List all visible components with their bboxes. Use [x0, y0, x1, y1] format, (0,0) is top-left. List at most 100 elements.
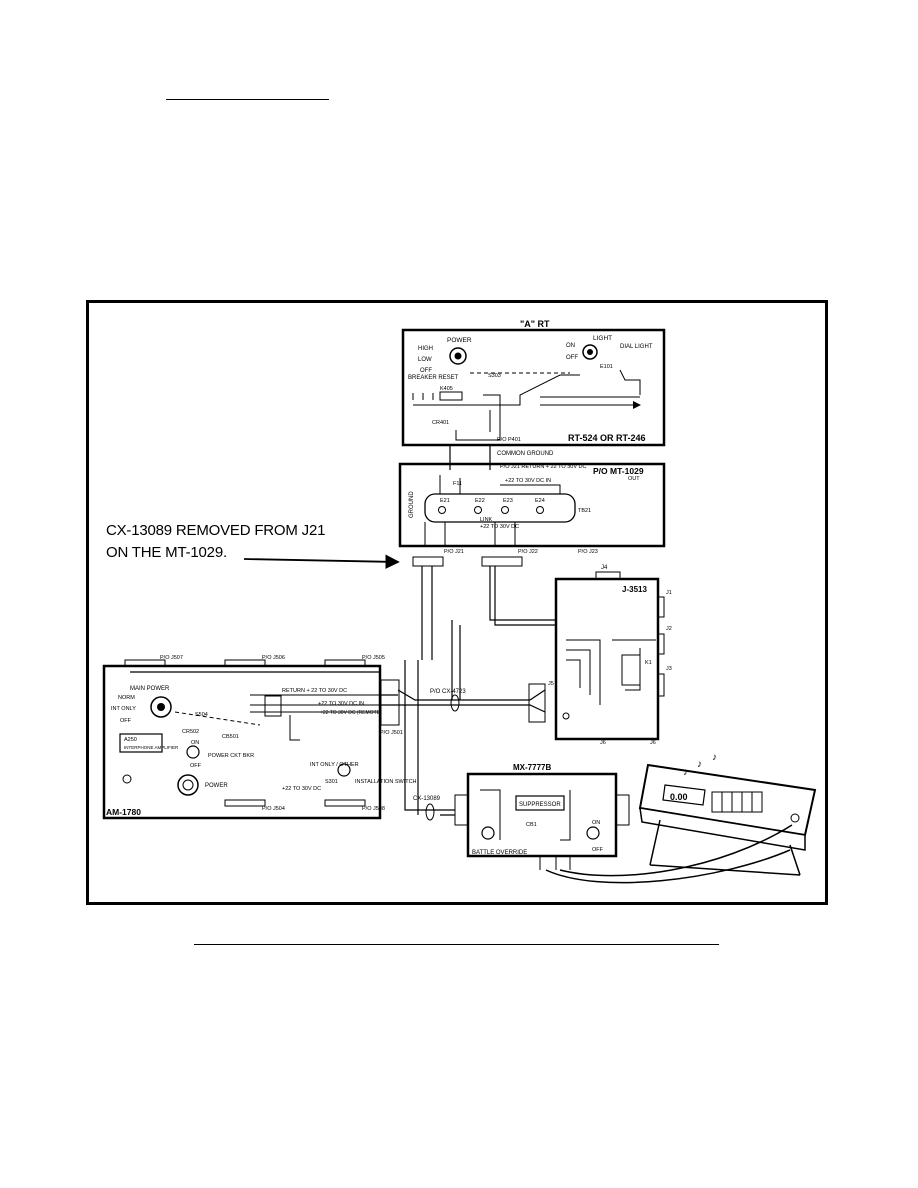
callout-arrow: [243, 554, 400, 569]
rt-power-knob-icon: [449, 347, 467, 365]
rt-model: RT-524 OR RT-246: [568, 433, 646, 443]
am-main-power-label: MAIN POWER: [130, 686, 170, 692]
am-main-power-knob-icon: [150, 696, 172, 718]
callout-annotation: CX-13089 REMOVED FROM J21 ON THE MT-1029…: [106, 520, 325, 564]
j3513-j6-label: J6: [600, 740, 606, 746]
am-int-only-label: INT ONLY: [111, 706, 136, 712]
am-j508-label: P/O J508: [362, 806, 385, 812]
am-installation-switch-label: INSTALLATION SWITCH: [355, 779, 417, 785]
am-in-label: +22 TO 30V DC IN: [318, 701, 364, 707]
mt-link-label: LINK: [480, 517, 493, 523]
mt1029-title: P/O MT-1029: [593, 466, 644, 476]
callout-line-1: CX-13089 REMOVED FROM J21: [106, 522, 326, 539]
am-on-label: ON: [191, 740, 199, 746]
mx-7777b-unit: MX-7777B SUPPRESSOR CB1 ON OFF BATTLE OV…: [454, 763, 630, 870]
mx-off-label: OFF: [592, 847, 604, 853]
mt-po-j21-label: P/O J21: [444, 549, 464, 555]
rt-power-label: POWER: [447, 337, 472, 344]
j3513-k1-label: K1: [645, 660, 652, 666]
rt-low-label: LOW: [418, 357, 432, 363]
j3513-title: J-3513: [622, 585, 647, 594]
mt-tb21-label: TB21: [578, 508, 591, 514]
rt-title: "A" RT: [520, 319, 550, 329]
am-norm-label: NORM: [118, 695, 135, 701]
am-s504-label: S504: [195, 712, 208, 718]
sound-note-icon-3: ♪: [712, 752, 717, 763]
rt-high-label: HIGH: [418, 346, 433, 352]
mt-e24-label: E24: [535, 498, 545, 504]
am1780-title: AM-1780: [106, 807, 141, 817]
j3513-j2-label: J2: [666, 626, 672, 632]
cx13089-label: CX-13089: [413, 796, 441, 802]
mt-po-j23-label: P/O J23: [578, 549, 598, 555]
am-cb501-label: CB501: [222, 734, 239, 740]
multimeter: 0.00 ♪ ♪ ♪: [638, 752, 817, 876]
am-power-label: POWER: [205, 783, 228, 789]
rt-p401-label: P/O P401: [497, 437, 521, 443]
rt-off2-label: OFF: [566, 355, 578, 361]
mx7777b-title: MX-7777B: [513, 763, 551, 772]
mt-in-label: +22 TO 30V DC IN: [505, 478, 551, 484]
j3513-j4-label: J4: [601, 565, 608, 571]
rt-s303-label: S303: [488, 373, 501, 379]
am-j501-label: P/O J501: [380, 730, 403, 736]
rt-on-label: ON: [566, 343, 575, 349]
mt-e23-label: E23: [503, 498, 513, 504]
sound-note-icon: ♪: [683, 767, 688, 778]
rt-dial-light-label: DIAL LIGHT: [620, 344, 653, 350]
rt-light-label: LIGHT: [593, 335, 612, 342]
j3513-j6b-label: J6: [650, 740, 656, 746]
test-lead-1: [545, 849, 791, 884]
meter-reading: 0.00: [670, 792, 688, 802]
top-rule: [166, 99, 329, 100]
mt-f11-label: F11: [453, 481, 462, 487]
am-remote-label: +22 TO 30V DC (REMOTE): [320, 710, 382, 716]
sound-note-icon-2: ♪: [697, 759, 702, 770]
test-lead-2: [559, 824, 793, 877]
mt-plus-label: +22 TO 30V DC: [480, 524, 519, 530]
bottom-rule: [194, 944, 719, 945]
rt-light-knob-icon: [582, 344, 598, 360]
rt-k405-label: K405: [440, 386, 453, 392]
am-return-label: RETURN + 22 TO 30V DC: [282, 688, 347, 694]
mt-1029-unit: P/O MT-1029 P/O J21 RETURN + 22 TO 30V D…: [398, 462, 666, 567]
j3513-j1-label: J1: [666, 590, 672, 596]
rt-unit: "A" RT RT-524 OR RT-246 POWER HIGH LOW O…: [401, 319, 666, 470]
mt-out-label: OUT: [628, 476, 640, 482]
am-off-label: OFF: [120, 718, 132, 724]
j-3513-unit: J4 J-3513 J1 J2 J3 J5 J6 J6 K1: [548, 565, 672, 746]
j3513-j5-label: J5: [548, 681, 554, 687]
callout-line-2: ON THE MT-1029.: [106, 544, 227, 561]
mt-po-j22-label: P/O J22: [518, 549, 538, 555]
am-off2-label: OFF: [190, 763, 202, 769]
mt-ground-label: GROUND: [409, 491, 415, 518]
am-j507-label: P/O J507: [160, 655, 183, 661]
rt-off-label: OFF: [420, 368, 432, 374]
am-j505-label: P/O J505: [362, 655, 385, 661]
mt-e21-label: E21: [440, 498, 450, 504]
am-cr502-label: CR502: [182, 729, 199, 735]
mx-on-label: ON: [592, 820, 600, 826]
rt-breaker-reset-label: BREAKER RESET: [408, 375, 459, 381]
mx-cb1-label: CB1: [526, 822, 537, 828]
mt-e22-label: E22: [475, 498, 485, 504]
mx-on-off-knob-icon: [586, 826, 600, 840]
mx-suppressor-label: SUPPRESSOR: [519, 802, 561, 808]
am-power-indicator-icon: [177, 774, 199, 796]
am-j504-label: P/O J504: [262, 806, 285, 812]
am-s301-label: S301: [325, 779, 338, 785]
am-1780-unit: AM-1780 P/O J507 P/O J506 P/O J505 MAIN …: [102, 655, 417, 820]
am-plus-label: +22 TO 30V DC: [282, 786, 321, 792]
mx-battle-override-label: BATTLE OVERRIDE: [472, 850, 527, 856]
am-power-ckt-bkr-label: POWER CKT BKR: [208, 753, 254, 759]
rt-e101-label: E101: [600, 364, 613, 370]
mt-j21-return-label: P/O J21 RETURN + 22 TO 30V DC: [500, 464, 586, 470]
am-int-only-other-label: INT ONLY / OTHER: [310, 762, 359, 768]
am-a250-label: A250: [124, 737, 137, 743]
rt-cr401-label: CR401: [432, 420, 449, 426]
j3513-j3-label: J3: [666, 666, 672, 672]
cx4723-label: P/O CX-4723: [430, 689, 466, 695]
am-j506-label: P/O J506: [262, 655, 285, 661]
am-interphone-label: INTERPHONE AMPLIFIER: [124, 745, 179, 750]
